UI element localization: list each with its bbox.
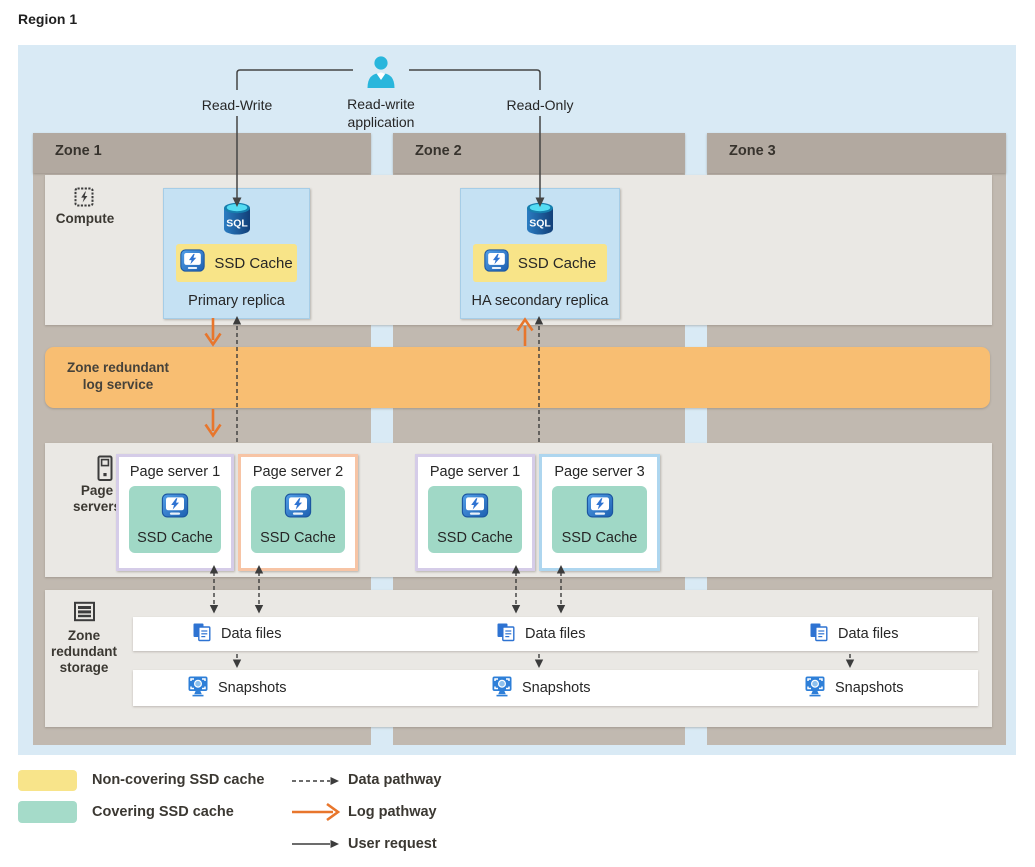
covering-ssd-cache: SSD Cache xyxy=(251,486,345,553)
snapshots-label: Snapshots xyxy=(835,680,904,696)
disk-icon xyxy=(586,493,613,523)
data-files-icon xyxy=(809,622,829,646)
data-files-label: Data files xyxy=(221,626,282,642)
region-title: Region 1 xyxy=(18,11,78,27)
sql-database-icon: SQL xyxy=(219,200,255,243)
data-files-label: Data files xyxy=(525,626,586,642)
sql-database-icon: SQL xyxy=(522,200,558,243)
legend-orange-arrowhead xyxy=(326,802,341,822)
covering-ssd-cache: SSD Cache xyxy=(552,486,647,553)
page-server-card: Page server 2 SSD Cache xyxy=(238,454,358,571)
covering-ssd-cache: SSD Cache xyxy=(428,486,522,553)
compute-chip-icon xyxy=(72,185,96,214)
ssd-cache-label: SSD Cache xyxy=(214,254,293,272)
disk-icon xyxy=(161,493,189,523)
sql-text: SQL xyxy=(529,218,551,230)
legend-dashed-arrowhead xyxy=(330,777,339,785)
disk-icon xyxy=(461,493,489,523)
page-servers-row-label: Page servers xyxy=(72,483,122,514)
snapshots-icon xyxy=(491,675,513,701)
snapshots-icon xyxy=(804,675,826,701)
page-server-tower-icon xyxy=(96,455,114,487)
legend-covering-label: Covering SSD cache xyxy=(92,804,234,820)
covering-ssd-cache: SSD Cache xyxy=(129,486,221,553)
storage-stack-icon xyxy=(73,601,96,627)
noncovering-ssd-cache: SSD Cache xyxy=(473,244,607,282)
read-only-label: Read-Only xyxy=(506,97,574,113)
ha-secondary-replica-card: SQL SSD Cache HA secondary replica xyxy=(460,188,620,319)
snapshots-bar: Snapshots Snapshots Snapshots xyxy=(133,670,978,706)
legend-data-pathway-label: Data pathway xyxy=(348,772,442,788)
storage-band xyxy=(45,590,992,727)
log-service-band xyxy=(45,347,990,408)
application-label: Read-write application xyxy=(347,96,415,131)
zone1-header: Zone 1 xyxy=(33,133,371,173)
legend-solid-arrowhead xyxy=(330,840,339,848)
log-service-label: Zone redundant log service xyxy=(67,360,169,392)
page-server-card: Page server 1 SSD Cache xyxy=(116,454,234,571)
ssd-cache-label: SSD Cache xyxy=(517,254,597,272)
ha-secondary-replica-label: HA secondary replica xyxy=(471,293,609,309)
zone2-header: Zone 2 xyxy=(393,133,685,173)
ssd-cache-label: SSD Cache xyxy=(437,530,513,546)
page-server-title: Page server 1 xyxy=(129,464,221,480)
disk-icon xyxy=(484,249,509,277)
legend-noncovering-label: Non-covering SSD cache xyxy=(92,772,265,788)
primary-replica-label: Primary replica xyxy=(188,293,285,309)
page-server-card: Page server 1 SSD Cache xyxy=(415,454,535,571)
noncovering-cache-swatch xyxy=(18,770,77,791)
storage-row-label: Zone redundant storage xyxy=(51,628,117,675)
zone2-title: Zone 2 xyxy=(415,143,462,159)
zone3-title: Zone 3 xyxy=(729,143,776,159)
data-files-item: Data files xyxy=(192,617,281,651)
ssd-cache-label: SSD Cache xyxy=(561,530,638,546)
ssd-cache-label: SSD Cache xyxy=(260,530,336,546)
disk-icon xyxy=(284,493,312,523)
application-user-icon xyxy=(364,55,398,96)
data-files-item: Data files xyxy=(496,617,585,651)
compute-row-label: Compute xyxy=(55,211,115,226)
data-files-label: Data files xyxy=(838,626,899,642)
snapshots-label: Snapshots xyxy=(522,680,591,696)
page-server-card: Page server 3 SSD Cache xyxy=(539,454,660,571)
noncovering-ssd-cache: SSD Cache xyxy=(176,244,297,282)
page-server-title: Page server 3 xyxy=(554,464,645,480)
disk-icon xyxy=(180,249,205,277)
primary-replica-card: SQL SSD Cache Primary replica xyxy=(163,188,310,319)
read-write-label: Read-Write xyxy=(201,97,273,113)
zone3-header: Zone 3 xyxy=(707,133,1006,173)
data-files-icon xyxy=(192,622,212,646)
ssd-cache-label: SSD Cache xyxy=(137,530,213,546)
sql-text: SQL xyxy=(226,218,248,230)
snapshots-label: Snapshots xyxy=(218,680,287,696)
zone1-title: Zone 1 xyxy=(55,143,102,159)
page-server-title: Page server 2 xyxy=(252,464,344,480)
data-files-item: Data files xyxy=(809,617,898,651)
snapshots-item: Snapshots xyxy=(491,670,591,706)
snapshots-icon xyxy=(187,675,209,701)
page-server-title: Page server 1 xyxy=(429,464,521,480)
snapshots-item: Snapshots xyxy=(804,670,904,706)
covering-cache-swatch xyxy=(18,801,77,823)
data-files-icon xyxy=(496,622,516,646)
snapshots-item: Snapshots xyxy=(187,670,287,706)
data-files-bar: Data files Data files Data files xyxy=(133,617,978,651)
legend-log-pathway-label: Log pathway xyxy=(348,804,437,820)
legend-user-request-label: User request xyxy=(348,836,437,852)
